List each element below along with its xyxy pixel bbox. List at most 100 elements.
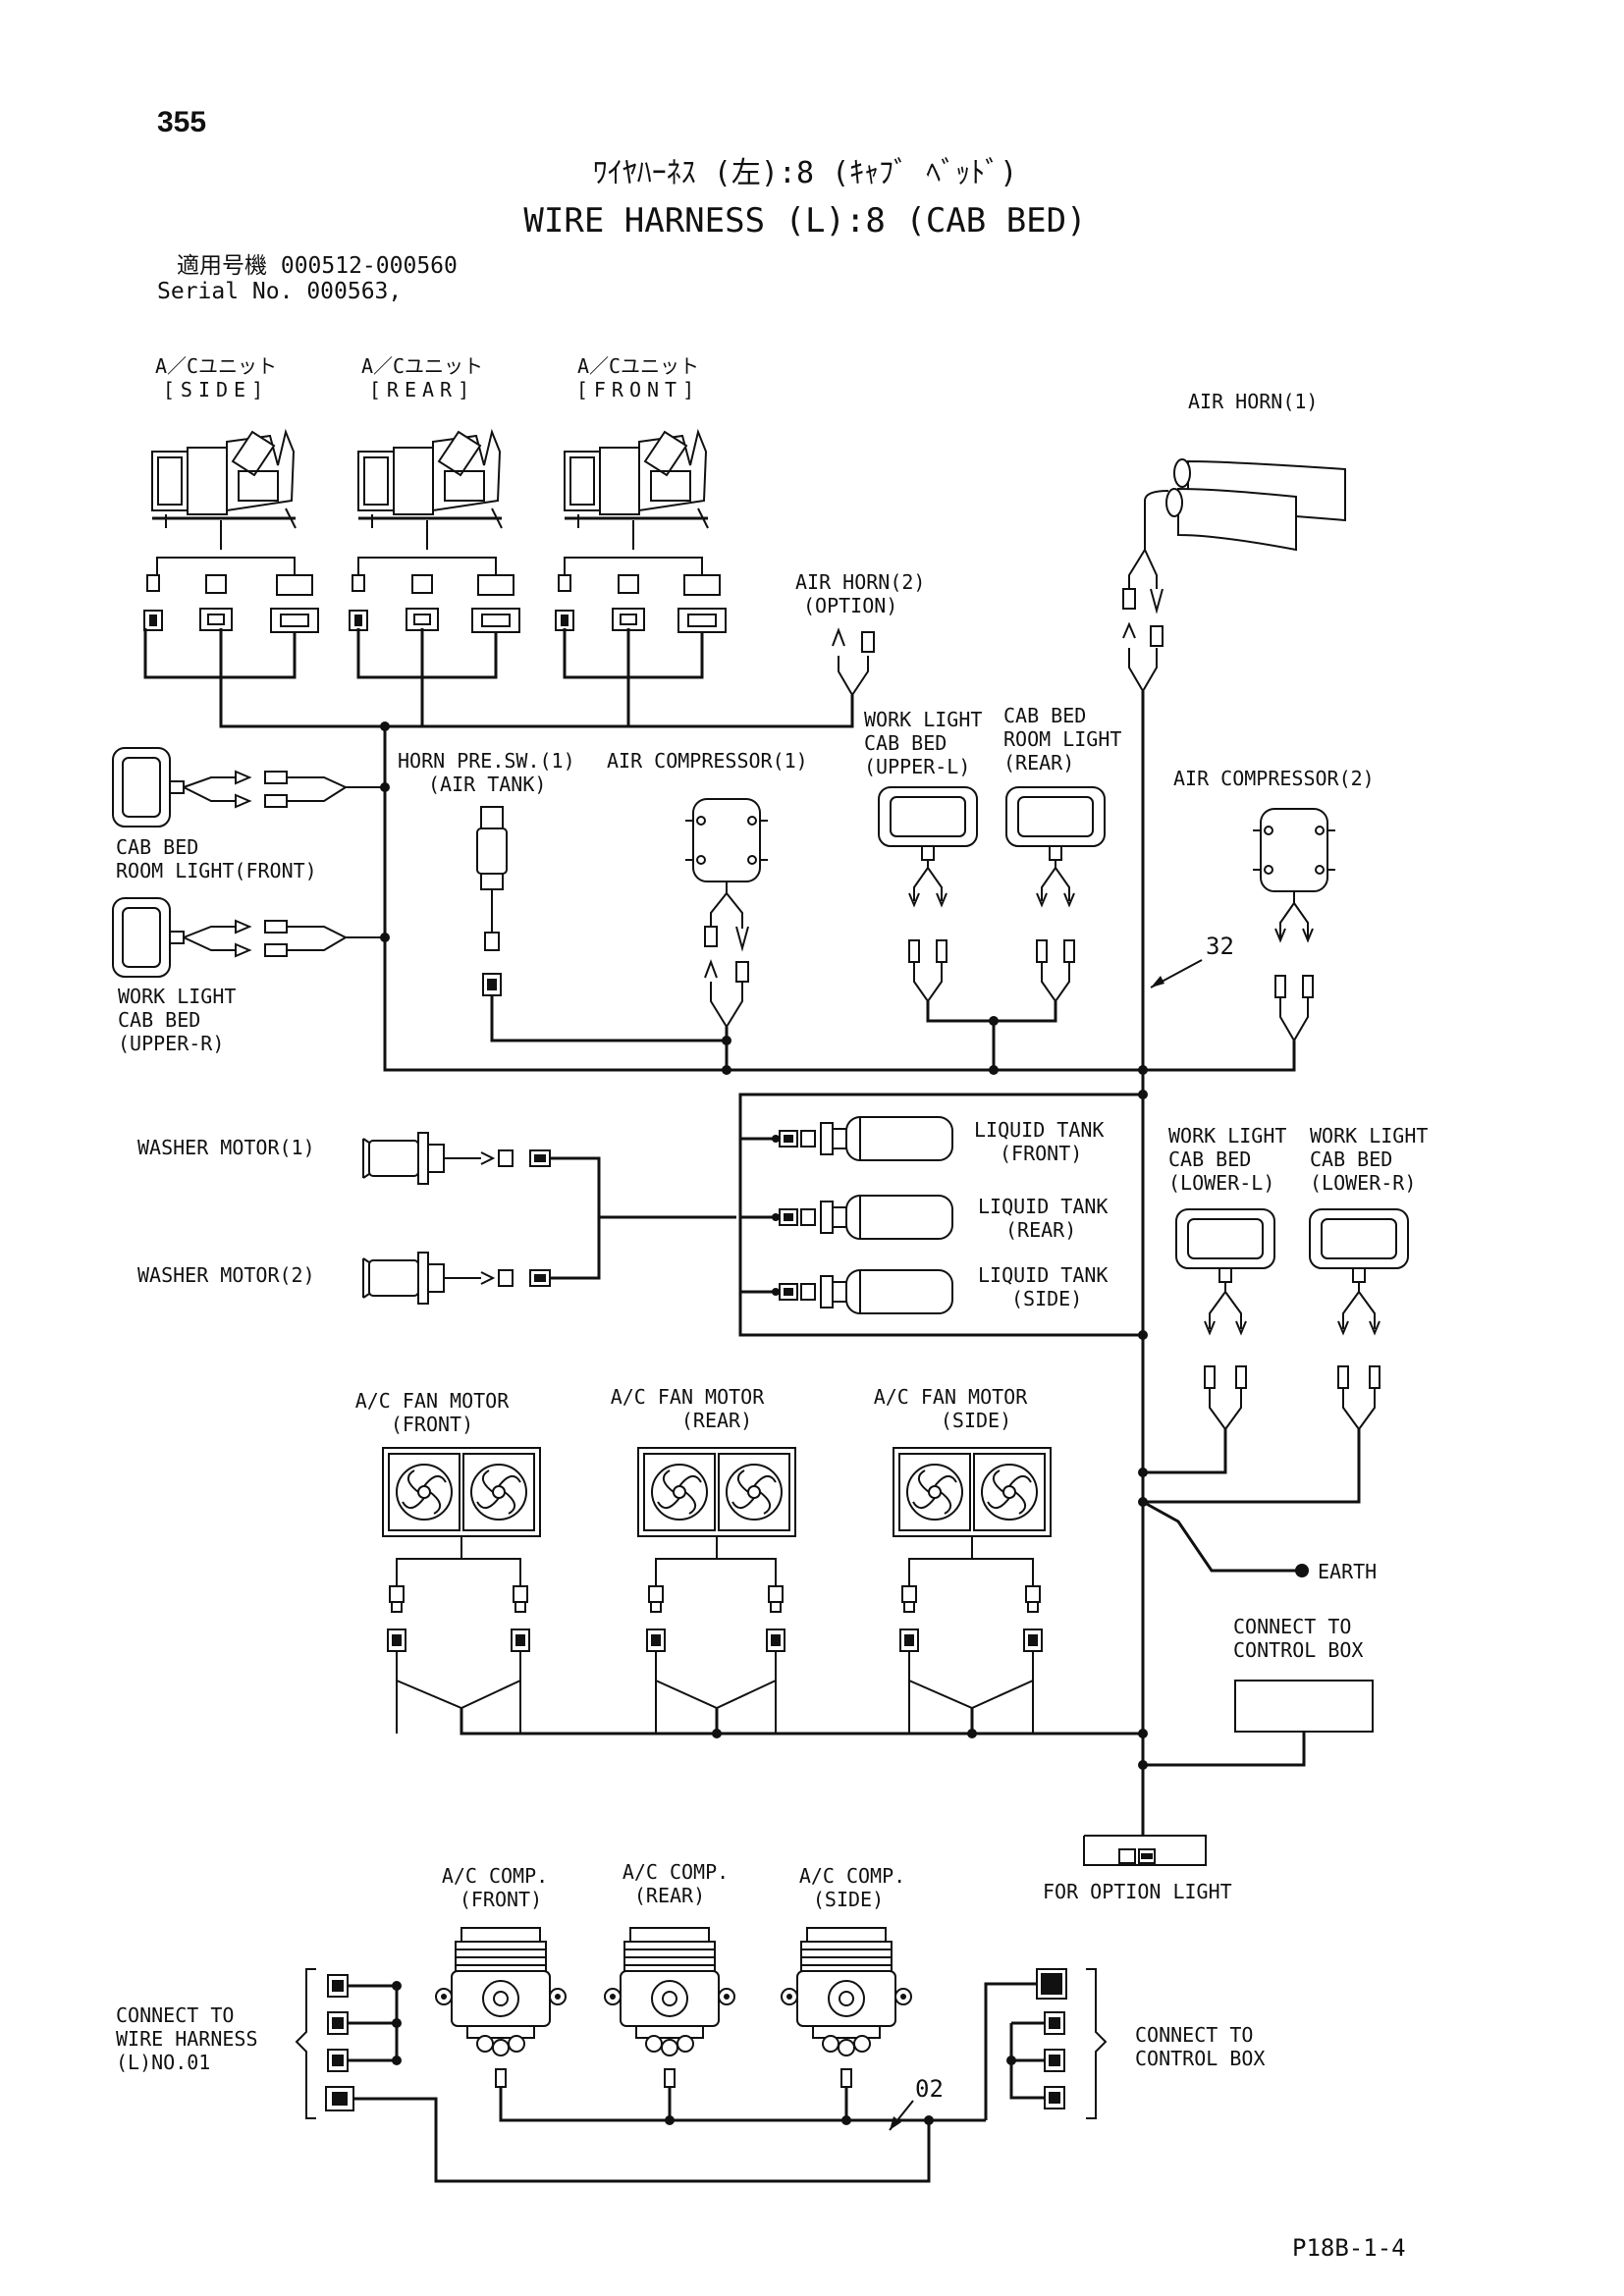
fan-motor-front-1: A/C FAN MOTOR: [355, 1389, 510, 1413]
control-box-label-2: CONTROL BOX: [1233, 1638, 1363, 1662]
wire-harness-label-2: WIRE HARNESS: [116, 2027, 258, 2051]
serial-line-2: Serial No. 000563,: [157, 279, 402, 304]
ac-fan-motor-front: [383, 1448, 540, 1536]
liquid-tank-side: [820, 1269, 953, 1314]
air-horn-2-connector: [832, 627, 875, 697]
control-box-2-label-2: CONTROL BOX: [1135, 2047, 1265, 2070]
work-light-upper-l-1: WORK LIGHT: [864, 708, 982, 731]
liquid-tank-front-2: (FRONT): [1000, 1142, 1082, 1165]
liquid-tank-side-1: LIQUID TANK: [978, 1263, 1108, 1287]
work-light-upper-l: [878, 786, 978, 861]
option-light-connector: [1083, 1835, 1207, 1866]
cab-bed-room-front-1: CAB BED: [116, 835, 198, 859]
ac-comp-side-2: (SIDE): [813, 1888, 884, 1911]
liquid-tank-rear-1: LIQUID TANK: [978, 1195, 1108, 1218]
work-light-lower-r-1: WORK LIGHT: [1310, 1124, 1428, 1148]
liquid-tank-front: [820, 1116, 953, 1161]
liquid-tank-rear-2: (REAR): [1005, 1218, 1076, 1242]
fan-motor-side-2: (SIDE): [941, 1409, 1011, 1432]
ac-fan-motor-rear: [638, 1448, 795, 1536]
liquid-tank-side-2: (SIDE): [1011, 1287, 1082, 1310]
work-light-lower-r-3: (LOWER-R): [1310, 1171, 1416, 1195]
ac-unit-connectors: [143, 520, 727, 633]
ac-comp-rear: [604, 1927, 735, 2088]
wire-harness-label-3: (L)NO.01: [116, 2051, 210, 2074]
work-light-lower-r: [1309, 1208, 1409, 1283]
air-horn-1-label: AIR HORN(1): [1188, 390, 1318, 413]
title-english: WIRE HARNESS (L):8 (CAB BED): [523, 201, 1086, 240]
cab-bed-room-light-front: [112, 747, 385, 828]
horn-pre-sw-sub: (AIR TANK): [428, 773, 546, 796]
horn-pressure-switch: [476, 806, 727, 1042]
compressor-bus: [499, 2087, 986, 2122]
air-compressor-1-label: AIR COMPRESSOR(1): [607, 749, 808, 773]
control-box-2-label-1: CONNECT TO: [1135, 2023, 1253, 2047]
earth-point: [1295, 1564, 1309, 1577]
left-connectors: [325, 1974, 931, 2183]
left-brace: [295, 1968, 316, 2119]
ac-unit-side-jp: A／Cユニット: [155, 354, 277, 378]
washer-motor-1-label: WASHER MOTOR(1): [137, 1136, 315, 1159]
fan-motor-side-1: A/C FAN MOTOR: [874, 1385, 1028, 1409]
cab-room-rear-1: CAB BED: [1003, 704, 1086, 727]
ac-unit-side: [150, 430, 298, 530]
ref-02: 02: [915, 2075, 944, 2103]
ac-comp-side-1: A/C COMP.: [799, 1864, 905, 1888]
air-compressor-2-label: AIR COMPRESSOR(2): [1173, 767, 1375, 790]
horn-pre-sw-label: HORN PRE.SW.(1): [398, 749, 575, 773]
ac-unit-front: [563, 430, 710, 530]
ref-32: 32: [1206, 933, 1234, 960]
cab-bed-room-light-rear: [1005, 786, 1106, 861]
ac-unit-front-jp: A／Cユニット: [577, 354, 699, 378]
cab-room-rear-2: ROOM LIGHT: [1003, 727, 1121, 751]
control-box: [1234, 1680, 1374, 1733]
ac-unit-rear-jp: A／Cユニット: [361, 354, 483, 378]
tank-branch: [738, 1093, 1143, 1337]
work-light-upper-r: [112, 897, 385, 978]
washer-motor-1: [362, 1132, 445, 1185]
washer-motor-2-label: WASHER MOTOR(2): [137, 1263, 315, 1287]
air-horn-1: [1122, 458, 1346, 693]
work-light-lower-r-2: CAB BED: [1310, 1148, 1392, 1171]
option-light-label: FOR OPTION LIGHT: [1043, 1880, 1232, 1903]
work-light-lower-l-3: (LOWER-L): [1168, 1171, 1274, 1195]
air-compressor-2: [1252, 808, 1336, 892]
work-light-upper-r-1: WORK LIGHT: [118, 985, 236, 1008]
serial-line-1: 適用号機 000512-000560: [177, 253, 458, 279]
work-light-lower-l: [1175, 1208, 1275, 1283]
air-compressor-1: [684, 798, 769, 882]
earth-wire: [1142, 1500, 1300, 1573]
upper-trunk: [219, 677, 854, 728]
control-box-label-1: CONNECT TO: [1233, 1615, 1351, 1638]
ac-comp-side: [781, 1927, 912, 2088]
work-light-lower-l-2: CAB BED: [1168, 1148, 1251, 1171]
ac-unit-rear: [356, 430, 504, 530]
page-number: 355: [157, 106, 206, 138]
ac-unit-front-label: [FRONT]: [576, 378, 700, 401]
ac-comp-front-1: A/C COMP.: [442, 1864, 548, 1888]
fan-motor-rear-2: (REAR): [681, 1409, 752, 1432]
left-branch: [383, 726, 1143, 1072]
ac-comp-front-2: (FRONT): [460, 1888, 542, 1911]
fan-motor-rear-1: A/C FAN MOTOR: [611, 1385, 765, 1409]
work-light-lower-l-1: WORK LIGHT: [1168, 1124, 1286, 1148]
liquid-tank-rear: [820, 1195, 953, 1240]
washer-motor-2: [362, 1252, 445, 1305]
work-light-upper-r-3: (UPPER-R): [118, 1032, 224, 1055]
ac-comp-front: [435, 1927, 567, 2088]
work-light-upper-r-2: CAB BED: [118, 1008, 200, 1032]
fan-motor-front-2: (FRONT): [391, 1413, 473, 1436]
work-light-upper-l-3: (UPPER-L): [864, 755, 970, 778]
liquid-tank-front-1: LIQUID TANK: [974, 1118, 1104, 1142]
ac-unit-rear-label: [REAR]: [369, 378, 475, 401]
air-horn-2-label: AIR HORN(2): [795, 570, 925, 594]
cab-bed-room-front-2: ROOM LIGHT(FRONT): [116, 859, 317, 882]
earth-label: EARTH: [1318, 1560, 1377, 1583]
ac-fan-motor-side: [893, 1448, 1051, 1536]
right-connectors: [984, 1968, 1067, 2120]
wire-harness-label-1: CONNECT TO: [116, 2003, 234, 2027]
drawing-code: P18B-1-4: [1292, 2234, 1406, 2262]
right-brace: [1086, 1968, 1108, 2119]
ac-unit-side-label: [SIDE]: [163, 378, 269, 401]
